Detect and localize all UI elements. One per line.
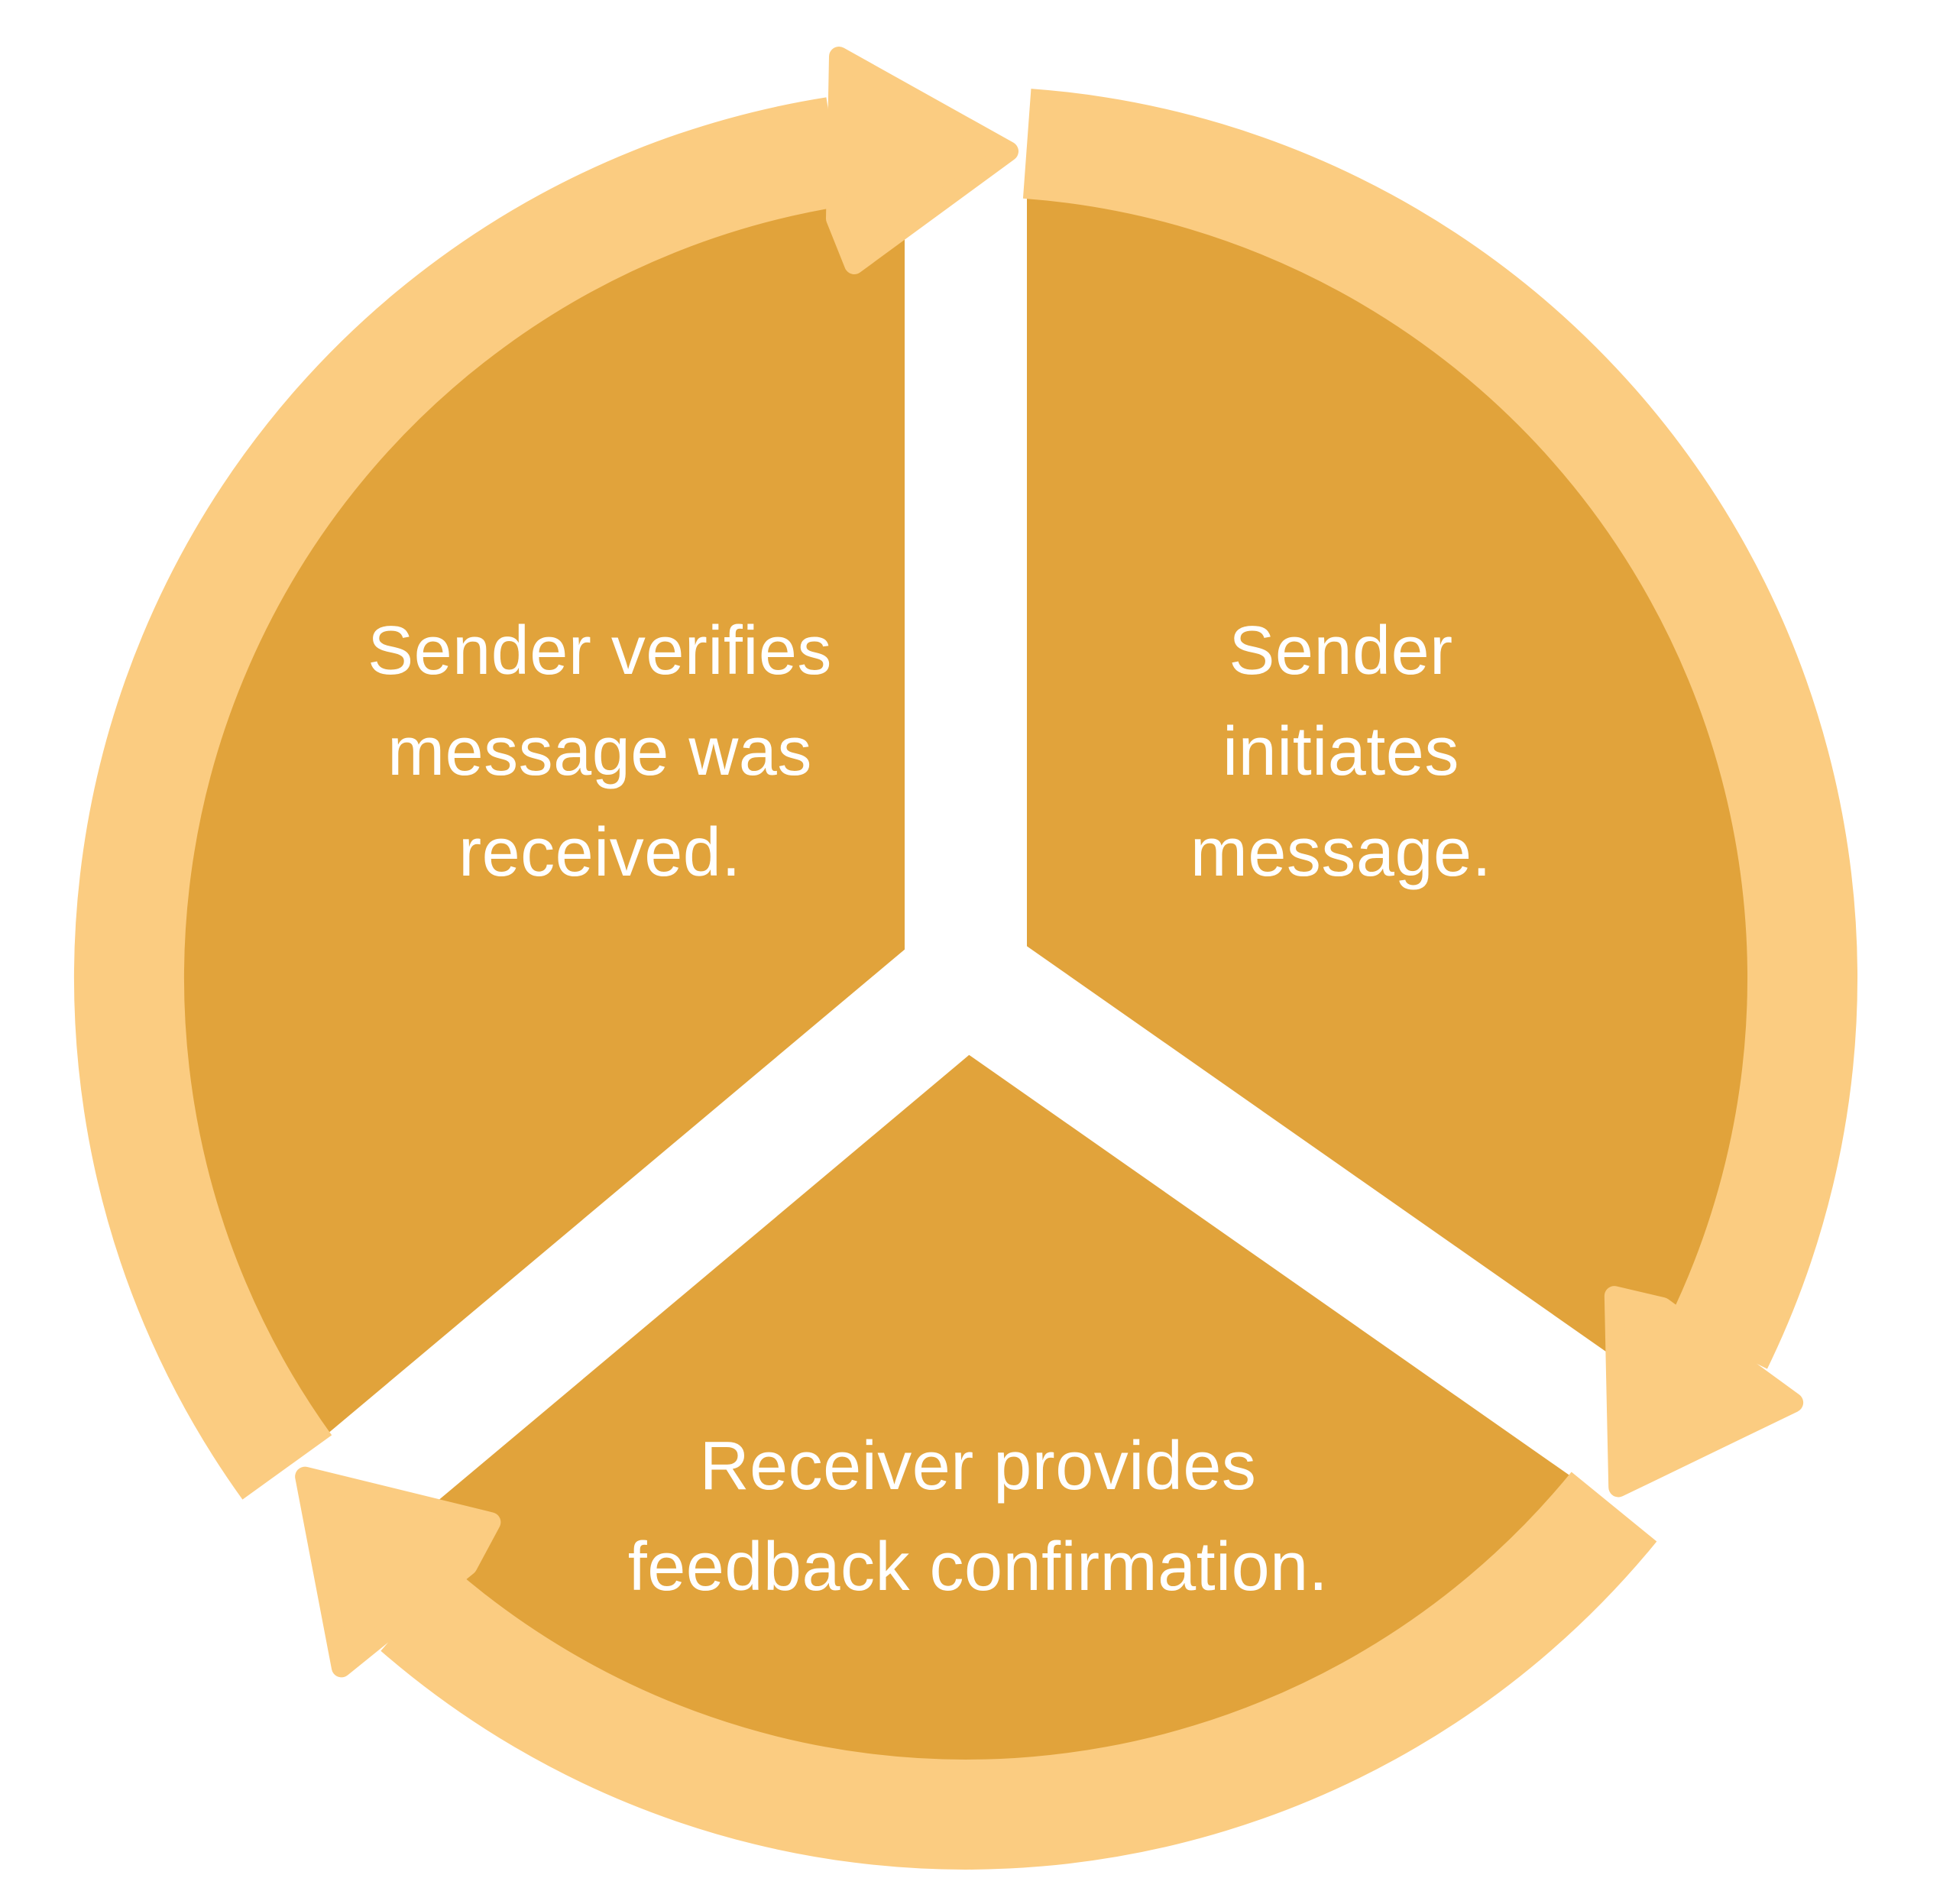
- step-label-line: initiates: [1222, 714, 1459, 790]
- step-label-bottom: Receiver provides feedback confirmation.: [481, 1416, 1475, 1617]
- step-label-line: received.: [458, 814, 741, 891]
- step-label-left: Sender verifies message was received.: [294, 601, 905, 903]
- step-label-line: feedback confirmation.: [627, 1529, 1329, 1605]
- step-label-line: Sender verifies: [368, 613, 832, 689]
- arrow-arc-right: [1022, 89, 1858, 1369]
- step-label-line: message.: [1190, 814, 1492, 891]
- arrowhead-top-icon: [826, 47, 1018, 274]
- arrow-ring: [73, 47, 1858, 1870]
- step-label-line: Sender: [1229, 613, 1453, 689]
- arrow-arc-bottom: [381, 1472, 1657, 1870]
- step-label-line: message was: [387, 714, 812, 790]
- step-label-right: Sender initiates message.: [1035, 601, 1647, 903]
- arrow-arc-left: [73, 97, 844, 1500]
- step-label-line: Receiver provides: [699, 1428, 1257, 1504]
